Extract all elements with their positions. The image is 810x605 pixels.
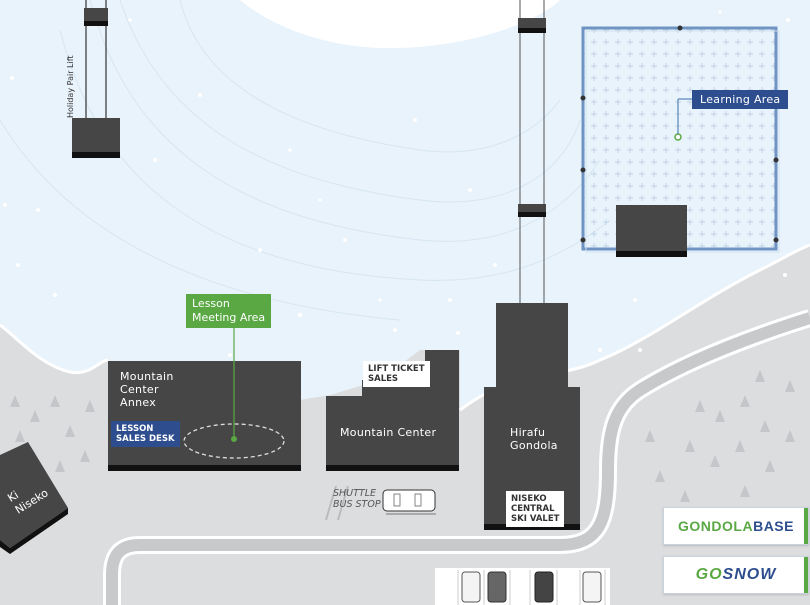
mountain-center-annex-building: [108, 361, 301, 467]
road: [106, 312, 810, 605]
snowflakes: [3, 10, 790, 357]
gondola-base-text-1: GONDOLA: [678, 518, 754, 534]
hirafu-gondola-building: [496, 303, 568, 391]
holiday-pair-lift-label: Holiday Pair Lift: [66, 55, 75, 118]
gosnow-logo: GOSNOW: [695, 566, 777, 583]
meeting-area-outline: [183, 423, 285, 459]
lift-ticket-sales-sign: LIFT TICKET SALES: [363, 361, 430, 387]
gondola-base-text-2: BASE: [753, 518, 794, 534]
gondola-tower-2: [518, 204, 546, 214]
mountain-center-label: Mountain Center: [340, 426, 437, 439]
tree-cluster: [10, 370, 795, 502]
learning-area-label: Learning Area: [692, 90, 789, 109]
parking-lot: [435, 568, 610, 605]
gondola-tower-1: [518, 18, 546, 30]
shuttle-bus-stop-area: [325, 485, 436, 521]
meeting-point: [231, 436, 237, 442]
learning-area-building: [616, 205, 687, 253]
ki-niseko-building: [0, 442, 68, 548]
lesson-meeting-area-label: Lesson Meeting Area: [186, 294, 272, 328]
gondola-base-badge: GONDOLA BASE: [663, 507, 809, 545]
upper-slope: [240, 0, 560, 49]
lift-tower: [84, 8, 108, 23]
ski-valet-sign: NISEKO CENTRAL SKI VALET: [506, 491, 565, 527]
gosnow-logo-badge[interactable]: GOSNOW: [663, 556, 809, 594]
hirafu-gondola-label: Hirafu Gondola: [510, 426, 558, 452]
lesson-sales-desk-sign: LESSON SALES DESK: [111, 421, 180, 447]
mountain-center-annex-label: Mountain Center Annex: [120, 370, 174, 409]
lift-station: [72, 118, 120, 154]
shuttle-bus-stop-label: SHUTTLE BUS STOP: [333, 488, 381, 510]
